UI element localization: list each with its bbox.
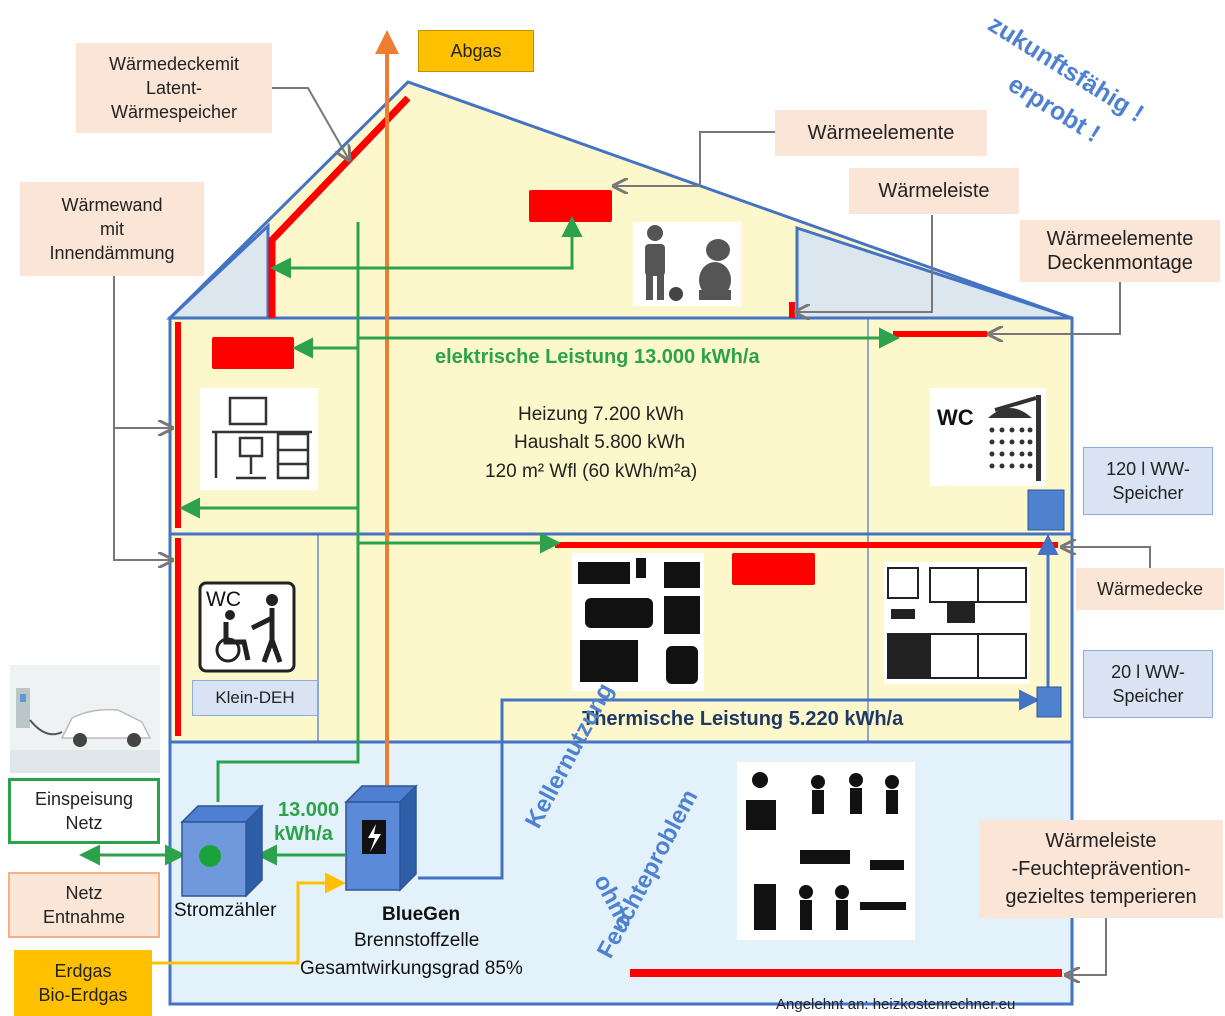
stromzaehler-label: Stromzähler [174, 900, 277, 921]
haushalt-text: Haushalt 5.800 kWh [514, 432, 686, 453]
connector-waermeelemente [616, 131, 775, 186]
storage-120l-tank [1027, 489, 1065, 531]
party-people-icon [737, 762, 915, 940]
office-desk-icon [200, 388, 318, 490]
electric-car-icon [10, 665, 160, 773]
waermeelemente-deckenmontage-label: Wärmeelemente Deckenmontage [1020, 220, 1220, 282]
klein-deh-label: Klein-DEH [192, 680, 318, 716]
accessible-wc-icon [198, 581, 296, 673]
heaters [175, 95, 1062, 977]
wirkungsgrad-label: Gesamtwirkungsgrad 85% [300, 958, 523, 979]
storage-20l-tank [1036, 686, 1062, 718]
heater-element-ground [732, 553, 815, 585]
kwh-13000-a: 13.000 [278, 799, 340, 821]
wohnflaeche-text: 120 m² Wfl (60 kWh/m²a) [485, 461, 698, 482]
bluegen-box [344, 784, 418, 892]
shower-icon [930, 388, 1046, 486]
heizung-text: Heizung 7.200 kWh [518, 404, 684, 425]
electric-arrow-attic-right [358, 216, 583, 270]
kitchen-icon [884, 562, 1030, 684]
heater-element-upper [212, 337, 294, 369]
connector-waermewand-2 [113, 428, 170, 560]
speicher-20-label: 20 l WW- Speicher [1083, 650, 1213, 718]
waermeelemente-label: Wärmeelemente [775, 110, 987, 156]
waermewand-label: Wärmewand mit Innendämmung [20, 182, 204, 276]
connector-waermedecke-latent [272, 87, 348, 158]
abgas-label: Abgas [418, 30, 534, 72]
gas-supply-line [150, 872, 346, 965]
speicher-120-label: 120 l WW- Speicher [1083, 447, 1213, 515]
heater-roof-latent [268, 95, 411, 318]
connector-feuchte [1068, 918, 1107, 975]
label-connectors [113, 87, 1151, 975]
thermal-main [418, 689, 1040, 880]
stromzaehler-box [180, 804, 264, 898]
thermische-leistung-text: Thermische Leistung 5.220 kWh/a [582, 708, 904, 730]
cellar [168, 740, 1074, 1006]
elektrische-leistung-text: elektrische Leistung 13.000 kWh/a [435, 346, 760, 368]
erdgas-label: Erdgas Bio-Erdgas [14, 950, 152, 1016]
person-dog-icon [633, 222, 741, 306]
einspeisung-netz-label: Einspeisung Netz [8, 778, 160, 844]
waermedecke-latent-label: Wärmedeckemit Latent- Wärmespeicher [76, 43, 272, 133]
wc-icon-label: WC [937, 405, 974, 430]
connector-waermeleiste [798, 215, 933, 312]
netz-entnahme-label: Netz Entnahme [8, 872, 160, 938]
connector-deckenmontage [991, 282, 1121, 334]
waermeleiste-label: Wärmeleiste [849, 168, 1019, 214]
connector-waermewand [113, 276, 170, 428]
furniture-icon [572, 553, 704, 691]
waermedecke-label: Wärmedecke [1076, 568, 1224, 610]
electric-riser [216, 222, 360, 802]
brennstoffzelle-label: Brennstoffzelle [354, 930, 480, 951]
wc-accessible-label: WC [206, 588, 241, 611]
connector-waermedecke [1064, 547, 1151, 568]
kwh-13000-b: kWh/a [274, 823, 333, 845]
waermeleiste-feuchte-label: Wärmeleiste -Feuchteprävention- gezielte… [979, 820, 1223, 918]
thermal-flows [418, 534, 1059, 880]
bluegen-label: BlueGen [382, 904, 461, 925]
heater-element-attic [529, 190, 612, 222]
electric-flows [79, 216, 900, 866]
source-label: Angelehnt an: heizkostenrechner.eu [776, 996, 1016, 1013]
